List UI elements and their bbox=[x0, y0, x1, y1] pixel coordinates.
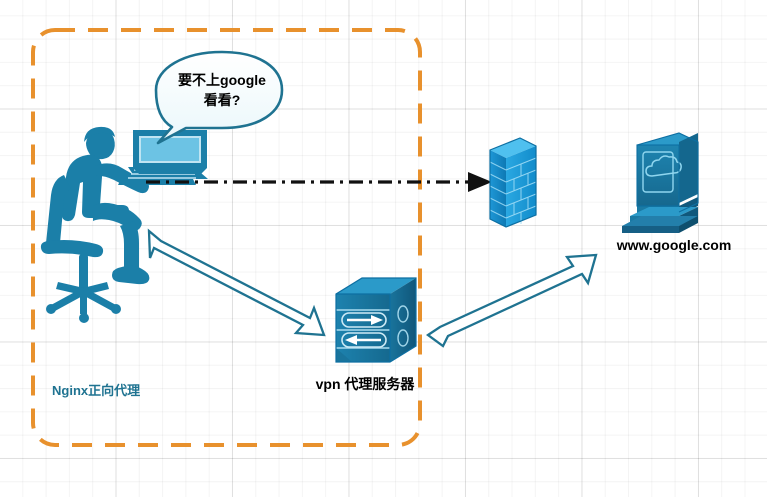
vpn-server-label: vpn 代理服务器 bbox=[315, 376, 415, 392]
nginx-zone-label: Nginx正向代理 bbox=[52, 383, 141, 398]
person-at-computer-icon bbox=[40, 126, 208, 323]
client-to-vpn-arrow bbox=[147, 228, 326, 337]
google-url-label: www.google.com bbox=[616, 237, 732, 253]
vpn-to-google-arrow bbox=[425, 253, 598, 348]
client-to-firewall-connector bbox=[146, 172, 492, 192]
firewall-brick-wall-icon bbox=[489, 137, 537, 228]
nginx-zone-boundary bbox=[31, 28, 422, 447]
speech-bubble bbox=[154, 50, 284, 145]
cloud-monitor-icon bbox=[622, 132, 699, 233]
speech-bubble-text: 要不上google 看看? bbox=[178, 72, 266, 109]
router-server-icon bbox=[335, 277, 417, 363]
